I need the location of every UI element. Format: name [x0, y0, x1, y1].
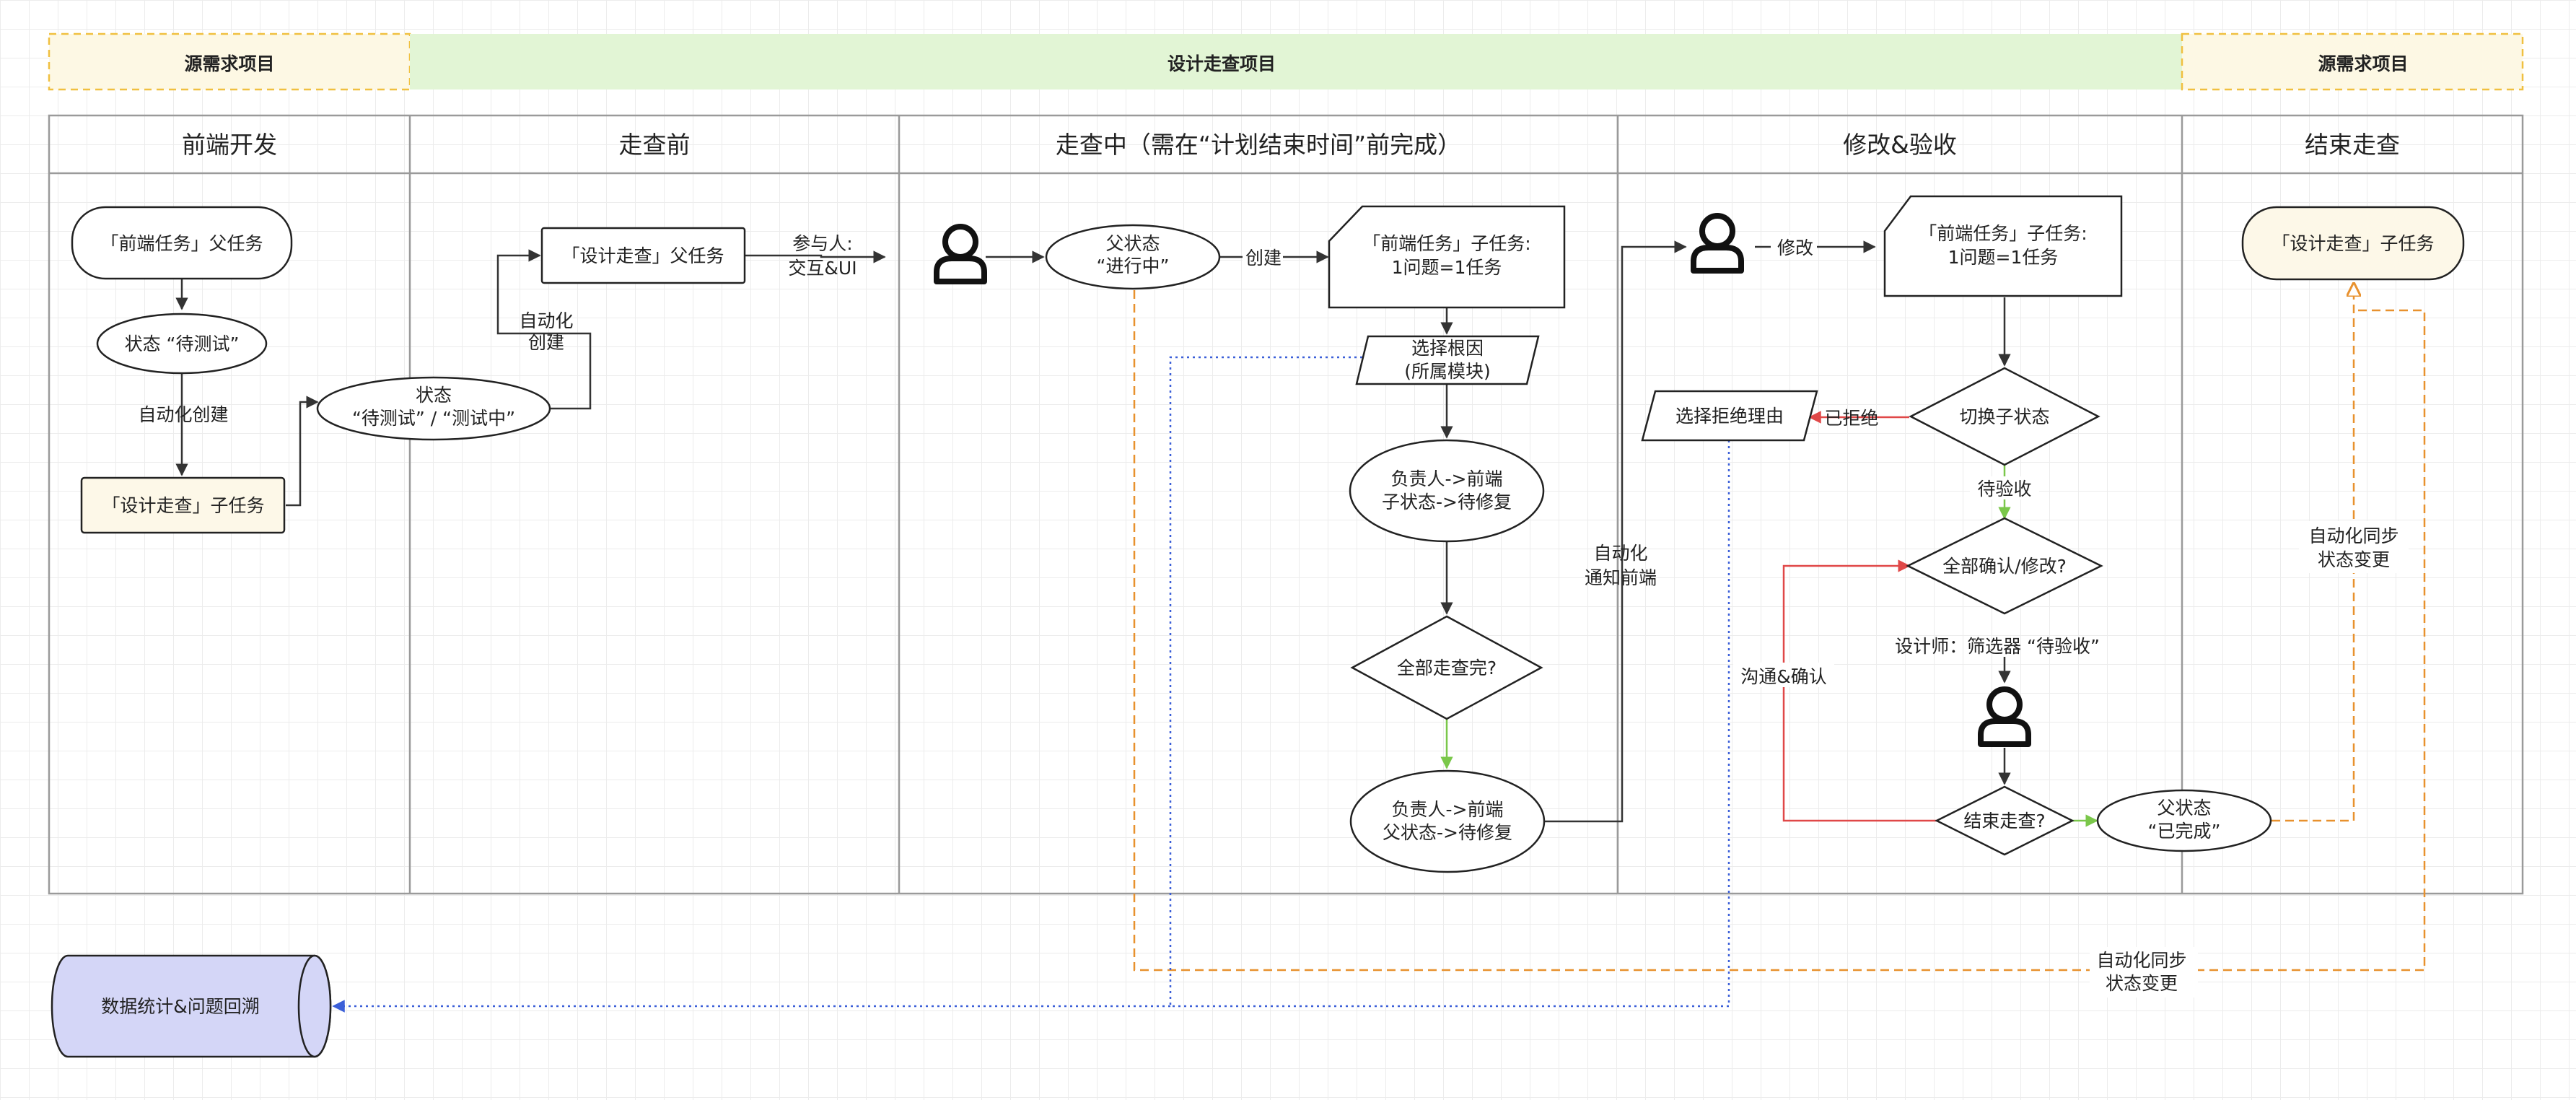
node-data-stats-label: 数据统计&问题回溯 [101, 996, 260, 1017]
node-parent-in-progress-line2: “进行中” [1097, 256, 1170, 276]
label-rejected: 已拒绝 [1824, 408, 1878, 429]
node-all-confirmed: 全部确认/修改? [1906, 517, 2103, 615]
lane-header-before-check: 走查前 [619, 131, 691, 159]
node-design-parent-task: 「设计走查」父任务 [540, 227, 746, 284]
person-icon-1 [934, 224, 987, 284]
node-all-confirmed-label: 全部确认/修改? [1942, 556, 2067, 577]
band-source-right-label: 源需求项目 [2318, 53, 2408, 74]
node-status-testing-line2: “待测试” / “测试中” [352, 408, 515, 429]
band-design-label: 设计走查项目 [1167, 53, 1276, 74]
band-source-left: 源需求项目 [48, 32, 411, 91]
lane-header-fix-accept: 修改&验收 [1843, 131, 1957, 159]
node-reject-reason-label: 选择拒绝理由 [1675, 406, 1784, 427]
connectors [175, 240, 2011, 823]
node-parent-done: 父状态 “已完成” [2096, 789, 2272, 852]
label-notify-2: 通知前端 [1585, 567, 1657, 588]
label-participants-1: 参与人: [792, 233, 852, 254]
label-sync-right-1: 自动化同步 [2308, 525, 2398, 546]
node-owner-substatus-line1: 负责人->前端 [1391, 468, 1503, 489]
person-icon-2 [1691, 213, 1744, 274]
label-pending-accept: 待验收 [1977, 479, 2031, 499]
band-design: 设计走查项目 [410, 34, 2182, 90]
node-fe-parent-task: 「前端任务」父任务 [71, 206, 293, 280]
label-auto-create-1: 自动化 [519, 310, 573, 331]
node-owner-substatus: 负责人->前端 子状态->待修复 [1349, 439, 1545, 543]
connector-communicate [1782, 559, 1937, 822]
band-source-left-label: 源需求项目 [184, 53, 274, 74]
node-design-parent-task-label: 「设计走查」父任务 [561, 245, 724, 266]
node-root-cause-line2: (所属模块) [1404, 361, 1491, 382]
node-design-subtask-left: 「设计走查」子任务 [80, 476, 286, 534]
node-fe-subtask-b-line2: 1问题=1任务 [1948, 247, 2059, 268]
node-root-cause: 选择根因 (所属模块) [1355, 335, 1540, 385]
node-design-subtask-right-label: 「设计走查」子任务 [2271, 233, 2434, 254]
label-notify-1: 自动化 [1593, 543, 1647, 564]
node-fe-subtask-a: 「前端任务」子任务: 1问题=1任务 [1328, 205, 1566, 309]
connector-sync-right [2271, 284, 2354, 822]
node-end-check: 结束走查? [1935, 785, 2075, 856]
node-owner-parentstatus: 负责人->前端 父状态->待修复 [1349, 769, 1546, 873]
label-sync-right-2: 状态变更 [2318, 549, 2390, 570]
node-design-subtask-right: 「设计走查」子任务 [2241, 206, 2465, 281]
node-status-to-test-label: 状态 “待测试” [125, 333, 240, 354]
label-participants-2: 交互&UI [788, 258, 857, 279]
node-fe-subtask-a-line2: 1问题=1任务 [1392, 257, 1502, 278]
label-sync-bottom-1: 自动化同步 [2096, 950, 2186, 971]
lane-header-frontend: 前端开发 [182, 131, 277, 159]
node-owner-parentstatus-line2: 父状态->待修复 [1383, 822, 1512, 843]
node-parent-in-progress: 父状态 “进行中” [1045, 224, 1221, 290]
node-parent-done-line1: 父状态 [2157, 798, 2211, 819]
person-icon-3 [1978, 686, 2031, 747]
node-owner-substatus-line2: 子状态->待修复 [1382, 492, 1512, 512]
lane-header-during-check: 走查中（需在“计划结束时间”前完成） [1056, 131, 1461, 159]
node-all-checked-label: 全部走查完? [1397, 658, 1497, 678]
node-parent-done-line2: “已完成” [2148, 821, 2221, 842]
label-modify: 修改 [1777, 237, 1813, 258]
label-sync-bottom-2: 状态变更 [2106, 973, 2178, 994]
label-designer-filter: 设计师：筛选器 “待验收” [1895, 636, 2100, 657]
node-owner-parentstatus-line1: 负责人->前端 [1392, 799, 1504, 820]
connector-sync-bottom [1133, 290, 2426, 972]
swimlanes [48, 114, 2524, 895]
node-status-testing: 状态 “待测试” / “测试中” [316, 376, 551, 441]
node-fe-subtask-a-line1: 「前端任务」子任务: [1362, 233, 1530, 254]
node-parent-in-progress-line1: 父状态 [1105, 233, 1160, 254]
label-create: 创建 [1245, 248, 1282, 269]
node-data-stats: 数据统计&问题回溯 [51, 954, 332, 1058]
label-auto-create: 自动化创建 [138, 404, 228, 425]
band-source-right: 源需求项目 [2181, 32, 2524, 91]
node-reject-reason: 选择拒绝理由 [1641, 390, 1818, 442]
node-design-subtask-left-label: 「设计走查」子任务 [102, 495, 264, 516]
connector-data-trace [333, 356, 1730, 1006]
node-status-to-test: 状态 “待测试” [96, 313, 268, 375]
label-communicate: 沟通&确认 [1740, 666, 1827, 687]
node-switch-substatus: 切换子状态 [1909, 367, 2100, 466]
node-fe-subtask-b: 「前端任务」子任务: 1问题=1任务 [1883, 195, 2123, 297]
lane-header-end-check: 结束走查 [2305, 131, 2400, 159]
node-status-testing-line1: 状态 [416, 385, 452, 406]
node-all-checked: 全部走查完? [1350, 615, 1543, 720]
label-auto-create-2: 创建 [528, 332, 564, 353]
node-root-cause-line1: 选择根因 [1411, 338, 1484, 359]
node-fe-parent-task-label: 「前端任务」父任务 [100, 233, 263, 254]
node-switch-substatus-label: 切换子状态 [1959, 406, 2049, 427]
node-fe-subtask-b-line1: 「前端任务」子任务: [1919, 223, 2087, 244]
node-end-check-label: 结束走查? [1963, 811, 2045, 831]
